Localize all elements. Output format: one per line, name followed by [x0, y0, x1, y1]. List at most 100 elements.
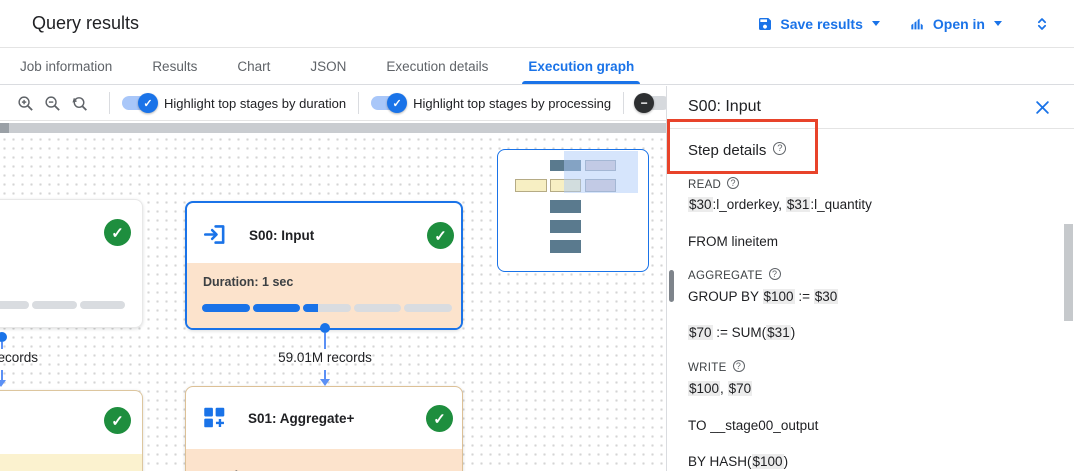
step-details-panel: S00: Input Step details? READ? $30:l_ord… — [666, 86, 1074, 471]
duration-band — [0, 454, 142, 471]
panel-scrollbar-thumb[interactable] — [1064, 224, 1073, 321]
read-from-line: FROM lineitem — [688, 234, 779, 249]
check-icon: ✓ — [104, 407, 131, 434]
caret-down-icon — [994, 21, 1002, 26]
minimap-stage — [515, 179, 547, 192]
horizontal-scrollbar[interactable] — [0, 123, 666, 133]
edge-records-label-partial: records — [0, 350, 39, 365]
input-stage-icon — [201, 221, 228, 248]
graph-toolbar: ✓ Highlight top stages by duration ✓ Hig… — [0, 86, 671, 121]
edge-line — [1, 342, 3, 349]
stage-title: S01: Aggregate+ — [248, 411, 355, 426]
caret-down-icon — [871, 21, 880, 26]
help-icon[interactable]: ? — [732, 360, 745, 372]
minimap-stage — [550, 220, 581, 233]
step-details-heading: Step details? — [688, 141, 1054, 160]
page-title: Query results — [32, 13, 140, 33]
tab-execution-graph[interactable]: Execution graph — [522, 48, 640, 84]
read-columns-line: $30:l_orderkey, $31:l_quantity — [688, 197, 872, 212]
write-to-line: TO __stage00_output — [688, 418, 819, 433]
stage-card-s00[interactable]: S00: Input ✓ Duration: 1 sec — [185, 201, 463, 330]
open-in-label: Open in — [932, 15, 985, 32]
write-columns-line: $100, $70 — [688, 381, 753, 396]
edge-arrowhead-icon — [0, 380, 6, 387]
toggle-on-switch: ✓ — [371, 93, 408, 113]
stage-card-partial-top[interactable]: ✓ — [0, 199, 143, 328]
chart-icon — [908, 16, 926, 32]
zoom-reset-icon — [70, 94, 89, 113]
help-icon[interactable]: ? — [727, 177, 740, 189]
edge-line — [324, 333, 326, 349]
aggregate-section-label: AGGREGATE? — [688, 268, 1054, 283]
zoom-out-icon — [43, 94, 62, 113]
edge-line — [1, 370, 3, 380]
zoom-out-button[interactable] — [43, 91, 62, 115]
toggle-highlight-duration[interactable]: ✓ Highlight top stages by duration — [122, 93, 347, 113]
edge-line — [324, 370, 326, 379]
panel-title: S00: Input — [688, 98, 761, 115]
save-icon — [757, 16, 773, 32]
topbar: Query results Save results Open in — [0, 0, 1074, 48]
tab-chart[interactable]: Chart — [237, 58, 271, 74]
panel-body: Step details? READ? $30:l_orderkey, $31:… — [667, 141, 1074, 470]
check-icon: ✓ — [104, 219, 131, 246]
tab-results[interactable]: Results — [152, 58, 198, 74]
toggle-highlight-processing[interactable]: ✓ Highlight top stages by processing — [371, 93, 611, 113]
toggle-duration-label: Highlight top stages by duration — [164, 95, 347, 111]
duration-label: Duration: 0 sec — [202, 469, 292, 471]
open-in-button[interactable]: Open in — [908, 16, 1002, 32]
toggle-stage-info[interactable]: − — [634, 93, 671, 113]
aggregate-stage-icon — [201, 404, 227, 430]
up-down-chevron-icon — [1033, 15, 1051, 33]
read-section-label: READ? — [688, 177, 1054, 192]
graph-canvas[interactable]: ✓ S00: Input ✓ Duration: 1 sec — [0, 122, 666, 471]
connector-dot — [0, 332, 7, 342]
zoom-in-icon — [16, 94, 35, 113]
check-icon: ✓ — [138, 93, 158, 113]
duration-progress-bar — [0, 301, 126, 309]
write-by-line: BY HASH($100) — [688, 454, 789, 469]
duration-label: Duration: 1 sec — [203, 275, 294, 289]
scrollbar-thumb[interactable] — [0, 123, 9, 133]
close-panel-button[interactable] — [1033, 98, 1052, 117]
panel-header: S00: Input — [667, 86, 1074, 129]
duration-band: Duration: 1 sec — [187, 263, 461, 328]
save-results-button[interactable]: Save results — [757, 16, 880, 32]
minimap-viewport[interactable] — [564, 151, 638, 193]
close-icon — [1035, 100, 1050, 115]
tab-execution-details[interactable]: Execution details — [386, 58, 489, 74]
stage-card-s01[interactable]: S01: Aggregate+ ✓ Duration: 0 sec — [185, 386, 463, 471]
toolbar-divider — [358, 92, 360, 114]
stage-card-partial-bottom[interactable]: ✓ — [0, 390, 143, 471]
zoom-in-button[interactable] — [16, 91, 35, 115]
aggregate-groupby-line: GROUP BY $100 := $30 — [688, 289, 839, 304]
results-tabbar: Job information Results Chart JSON Execu… — [0, 48, 1074, 85]
stage-title: S00: Input — [249, 228, 315, 243]
help-icon[interactable]: ? — [768, 268, 781, 280]
minus-icon: − — [634, 93, 655, 113]
graph-minimap[interactable] — [497, 149, 649, 272]
tab-json[interactable]: JSON — [310, 58, 347, 74]
minimap-stage — [550, 200, 581, 213]
execution-graph-area: ✓ Highlight top stages by duration ✓ Hig… — [0, 86, 671, 471]
toolbar-divider — [109, 92, 110, 114]
aggregate-sum-line: $70 := SUM($31) — [688, 325, 796, 340]
panel-left-scrollbar-thumb[interactable] — [669, 270, 674, 302]
duration-band: Duration: 0 sec — [186, 449, 462, 471]
connector-dot — [320, 323, 330, 333]
duration-progress-bar — [202, 304, 452, 312]
expand-collapse-button[interactable] — [1030, 12, 1054, 36]
check-icon: ✓ — [387, 93, 408, 113]
tab-job-information[interactable]: Job information — [20, 58, 113, 74]
check-icon: ✓ — [426, 405, 453, 432]
check-icon: ✓ — [427, 222, 454, 249]
edge-records-label: 59.01M records — [278, 350, 372, 365]
toolbar-divider — [623, 92, 625, 114]
toggle-off-switch: − — [634, 93, 671, 113]
zoom-reset-button[interactable] — [70, 91, 89, 115]
toggle-on-switch: ✓ — [122, 93, 158, 113]
save-results-label: Save results — [780, 15, 863, 32]
edge-arrowhead-icon — [320, 379, 330, 386]
help-icon[interactable]: ? — [773, 142, 787, 155]
